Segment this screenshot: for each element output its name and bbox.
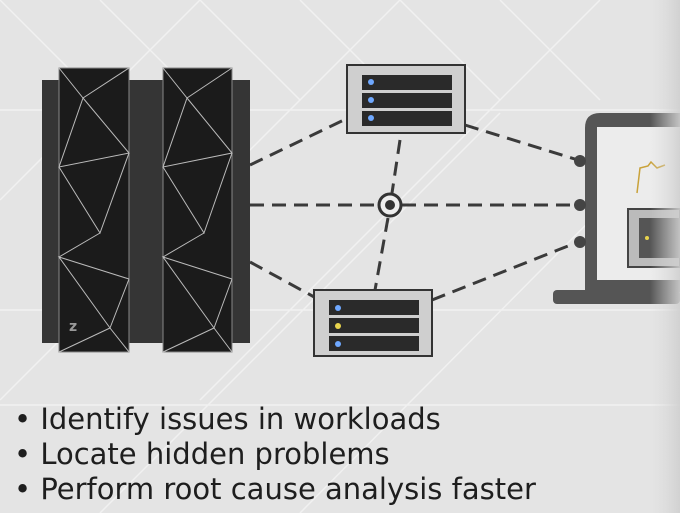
network-hub	[377, 192, 403, 218]
server-bottom	[313, 289, 433, 357]
bullet-identify-issues: Identify issues in workloads	[14, 402, 536, 437]
mainframe: z	[42, 67, 250, 353]
feature-list: Identify issues in workloads Locate hidd…	[14, 402, 536, 507]
bullet-root-cause: Perform root cause analysis faster	[14, 472, 536, 507]
mainframe-badge: z	[69, 319, 77, 335]
server-top	[346, 64, 466, 134]
bullet-locate-problems: Locate hidden problems	[14, 437, 536, 472]
blur-overlay	[650, 0, 680, 513]
network-links	[249, 116, 579, 302]
